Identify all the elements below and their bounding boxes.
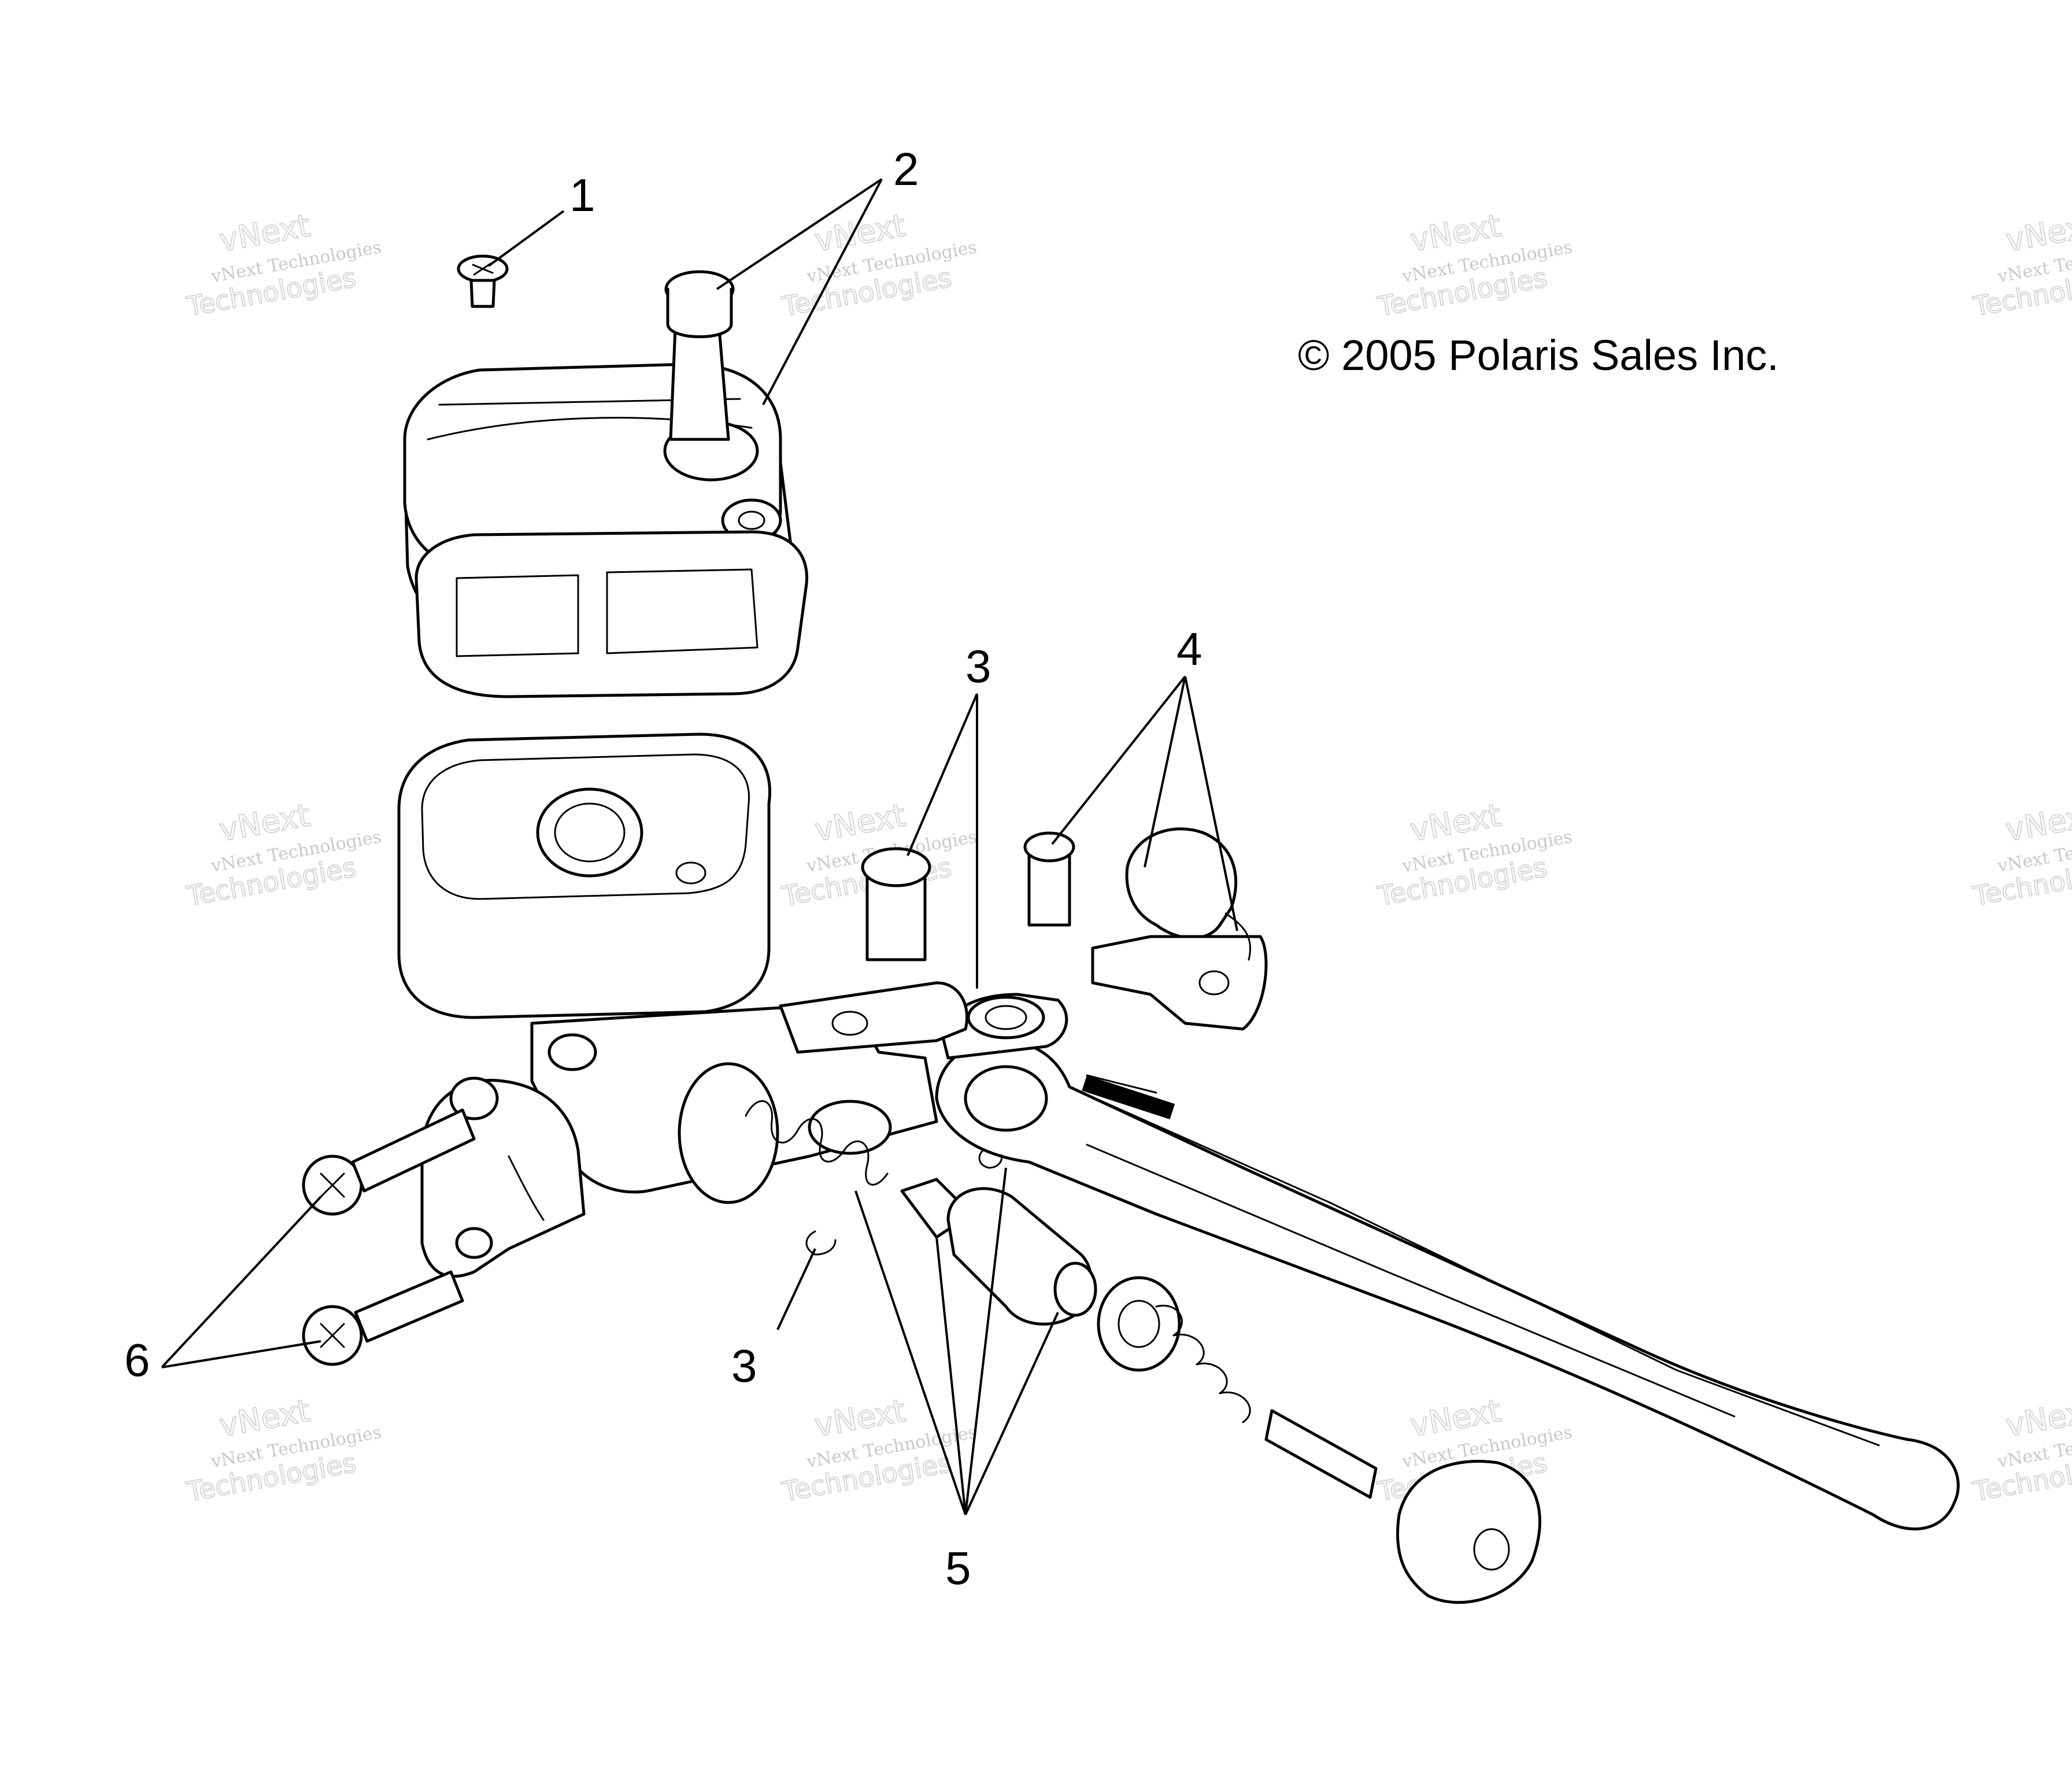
pivot-pins bbox=[861, 831, 1075, 961]
callout-5: 5 bbox=[945, 1542, 971, 1594]
callout-3-upper: 3 bbox=[965, 641, 991, 692]
callout-2: 2 bbox=[893, 143, 919, 195]
master-cylinder-body bbox=[397, 732, 938, 1278]
watermark-outline-top: vNext bbox=[2003, 1392, 2072, 1444]
callout-leader-lines bbox=[161, 178, 1238, 1515]
callout-4: 4 bbox=[1176, 623, 1202, 675]
callout-6: 6 bbox=[124, 1334, 150, 1386]
lever-adjuster bbox=[1091, 827, 1268, 1031]
copyright-notice: © 2005 Polaris Sales Inc. bbox=[1298, 331, 1779, 379]
watermark-outline-top: vNext bbox=[2003, 207, 2072, 258]
circlips bbox=[805, 1149, 1003, 1256]
brake-lever bbox=[779, 981, 1960, 1531]
callout-3-lower: 3 bbox=[731, 1340, 757, 1392]
watermark-outline-top: vNext bbox=[2003, 797, 2072, 848]
piston-kit bbox=[745, 1100, 1541, 1604]
callout-labels: 1 2 3 3 4 5 6 bbox=[124, 143, 1202, 1594]
reservoir-cap-assembly bbox=[403, 270, 809, 698]
callout-1: 1 bbox=[569, 169, 595, 221]
cap-screw bbox=[457, 254, 509, 308]
